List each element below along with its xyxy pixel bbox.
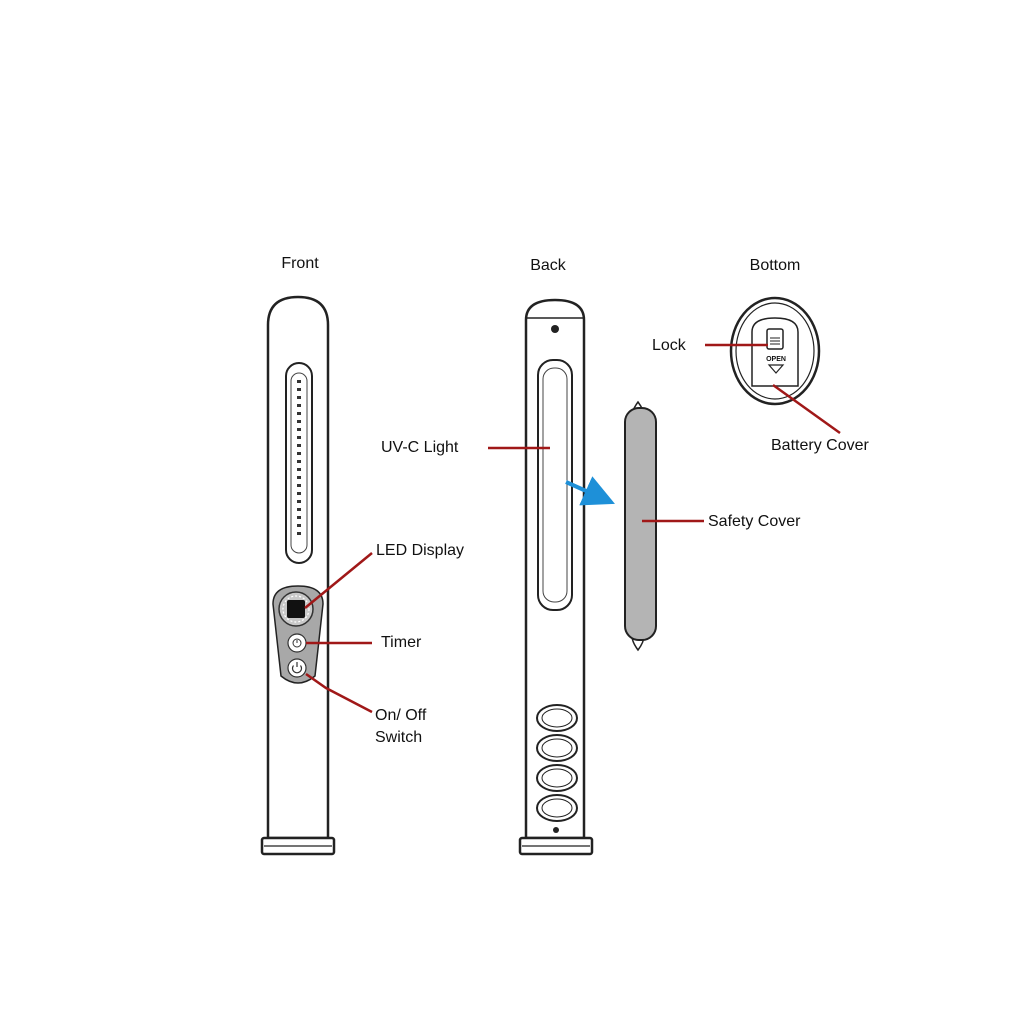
timer-button[interactable] (287, 633, 307, 653)
label-uvc-light: UV-C Light (381, 439, 459, 456)
header-bottom: Bottom (750, 257, 801, 274)
label-led-display: LED Display (376, 542, 464, 559)
open-mark: OPEN (766, 356, 786, 363)
power-button[interactable] (287, 658, 307, 678)
hanging-hole (551, 325, 559, 333)
leader-led-display (304, 552, 373, 609)
timer-icon (292, 638, 302, 648)
vent-slots (536, 704, 578, 822)
safety-cover-body (624, 407, 657, 641)
open-triangle-icon (767, 364, 785, 374)
front-window-text-marks (297, 380, 301, 535)
label-timer: Timer (381, 634, 422, 651)
back-view (518, 298, 594, 856)
front-view (260, 295, 336, 856)
battery-cover-shape (751, 317, 799, 387)
header-back: Back (530, 257, 567, 274)
led-display (287, 600, 305, 618)
header-front: Front (281, 255, 319, 272)
label-lock: Lock (652, 337, 687, 354)
blue-arrow-icon (565, 476, 615, 506)
label-on-off-line1: On/ Off (375, 707, 427, 724)
label-battery-cover: Battery Cover (771, 437, 869, 454)
leader-battery-cover (772, 383, 841, 435)
lock-slider (766, 328, 784, 350)
power-icon (291, 665, 303, 674)
bottom-view: OPEN (729, 296, 821, 406)
safety-cover (624, 400, 657, 652)
back-screw (553, 827, 559, 833)
leader-on-off (305, 672, 373, 714)
label-safety-cover: Safety Cover (708, 513, 801, 530)
label-on-off-line2: Switch (375, 729, 422, 746)
